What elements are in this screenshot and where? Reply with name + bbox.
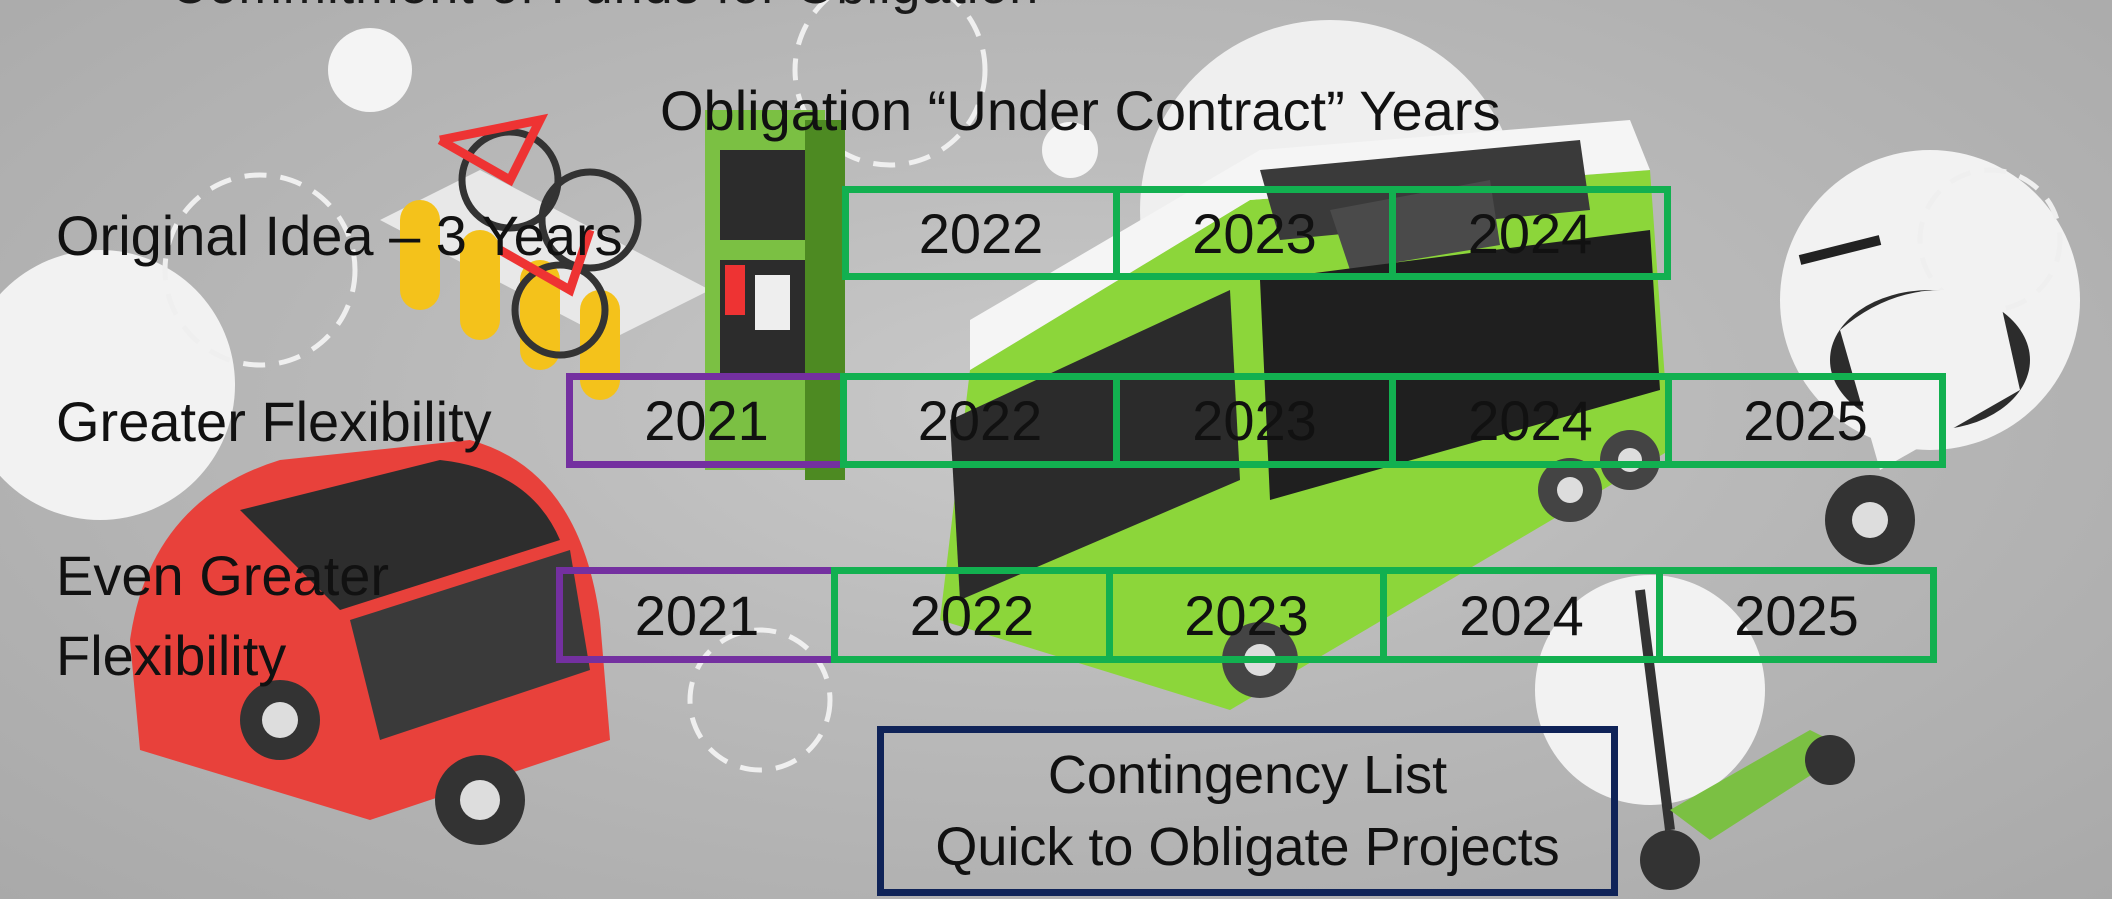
year-label: 2025 <box>1734 583 1859 647</box>
row-label-original-idea: Original Idea – 3 Years <box>56 204 623 267</box>
year-label: 2025 <box>1743 389 1868 452</box>
row-label-even-greater-line2: Flexibility <box>56 624 287 687</box>
bg-circle <box>1042 122 1098 178</box>
year-box: 2024 <box>1389 186 1671 280</box>
year-box: 2024 <box>1389 373 1672 468</box>
row-label-even-greater-line1: Even Greater <box>56 544 390 607</box>
kick-scooter <box>1635 589 1855 890</box>
year-box: 2025 <box>1656 567 1937 663</box>
bg-circle <box>328 28 412 112</box>
moped <box>1798 235 2030 565</box>
year-box: 2021 <box>556 567 838 663</box>
dashed-circle <box>687 627 833 773</box>
year-label: 2024 <box>1467 201 1593 265</box>
red-car <box>130 440 610 845</box>
year-label: 2023 <box>1192 201 1317 265</box>
bus <box>940 120 1670 710</box>
year-label: 2022 <box>909 583 1035 647</box>
year-label: 2021 <box>644 389 769 452</box>
year-box: 2025 <box>1665 373 1946 468</box>
diagram-heading: Obligation “Under Contract” Years <box>660 79 1501 142</box>
dashed-circle <box>792 0 988 168</box>
row-label-greater-flexibility: Greater Flexibility <box>56 390 492 453</box>
year-box: 2022 <box>831 567 1113 663</box>
year-label: 2023 <box>1184 583 1309 647</box>
year-box: 2022 <box>840 373 1120 468</box>
year-label: 2022 <box>917 389 1043 452</box>
year-box: 2023 <box>1106 567 1387 663</box>
year-box: 2021 <box>566 373 847 468</box>
year-label: 2023 <box>1192 389 1317 452</box>
slide-title: Commitment of Funds for Obligation <box>170 0 1039 16</box>
contingency-line1: Contingency List <box>1047 745 1448 805</box>
bike-rack <box>380 113 710 400</box>
bg-circle <box>0 250 235 520</box>
dashed-circle <box>162 172 358 368</box>
year-label: 2021 <box>634 583 760 647</box>
contingency-line2: Quick to Obligate Projects <box>935 817 1560 877</box>
year-label: 2024 <box>1459 583 1584 647</box>
year-box: 2022 <box>842 186 1120 280</box>
year-box: 2023 <box>1113 186 1396 280</box>
year-label: 2024 <box>1468 389 1593 452</box>
year-box: 2024 <box>1380 567 1663 663</box>
charging-station <box>705 110 845 480</box>
year-label: 2022 <box>918 201 1044 265</box>
year-box: 2023 <box>1113 373 1396 468</box>
contingency-list-box: Contingency List Quick to Obligate Proje… <box>877 726 1618 896</box>
